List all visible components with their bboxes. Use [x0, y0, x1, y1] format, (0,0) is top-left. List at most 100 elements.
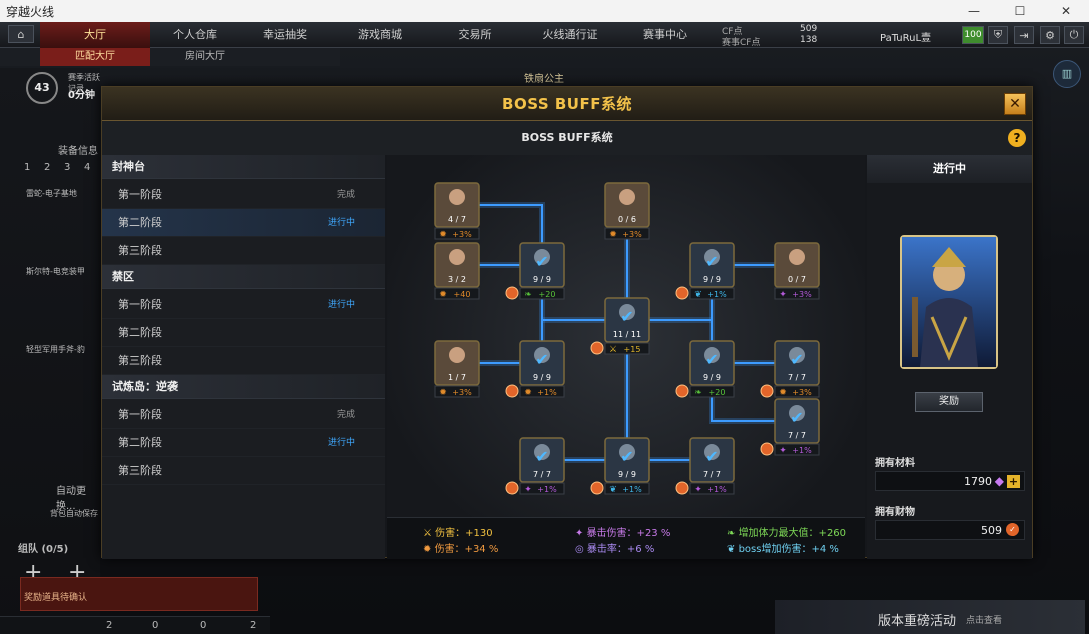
- pending-rewards-panel[interactable]: [20, 577, 258, 611]
- help-icon[interactable]: ?: [1008, 129, 1026, 147]
- buff-node[interactable]: ✔9 / 9❦+1%: [675, 242, 735, 300]
- maximize-button[interactable]: ☐: [1014, 4, 1026, 18]
- upgrade-icon[interactable]: [760, 442, 774, 456]
- item-1[interactable]: 雷蛇-电子基地: [26, 189, 77, 198]
- version-event[interactable]: 版本重磅活动: [878, 614, 957, 629]
- stage-item[interactable]: 第一阶段完成: [102, 181, 385, 209]
- shield-icon[interactable]: ⛨: [988, 26, 1008, 44]
- flame-icon: ✹: [439, 388, 447, 398]
- nav-exchange[interactable]: 交易所: [458, 28, 492, 41]
- reward-panel: 进行中 奖励 拥有材料 1790 ◆ + 拥有财物: [867, 155, 1032, 559]
- power-icon[interactable]: ⏻: [1064, 26, 1084, 44]
- buff-node[interactable]: 3 / 2✹+40: [434, 242, 480, 300]
- check-icon: ✔: [705, 350, 718, 369]
- item-2[interactable]: 斯尔特-电竞装甲: [26, 267, 85, 276]
- slot-2[interactable]: 2: [44, 162, 51, 173]
- slot-3[interactable]: 3: [64, 162, 71, 173]
- gear-icon[interactable]: ⚙: [1040, 26, 1060, 44]
- nav-shop[interactable]: 游戏商城: [358, 28, 402, 41]
- item-3[interactable]: 轻型军用手斧-豹: [26, 345, 85, 354]
- buff-node[interactable]: ✔9 / 9✹+1%: [505, 340, 565, 398]
- buff-node-figure: [704, 249, 720, 265]
- check-icon: ✔: [705, 252, 718, 271]
- buff-node-count: 7 / 7: [703, 470, 721, 479]
- upgrade-icon[interactable]: [760, 384, 774, 398]
- exit-icon[interactable]: ⇥: [1014, 26, 1034, 44]
- stage-item[interactable]: 第一阶段进行中: [102, 291, 385, 319]
- stage-item[interactable]: 第二阶段: [102, 319, 385, 347]
- minimize-button[interactable]: —: [968, 4, 980, 18]
- buff-node-bonus: +3%: [452, 388, 472, 397]
- buff-node-count: 9 / 9: [618, 470, 636, 479]
- upgrade-icon[interactable]: [505, 481, 519, 495]
- buff-node[interactable]: 4 / 7✹+3%: [434, 182, 480, 240]
- buff-stats-summary: ⚔ 伤害：+130✦ 暴击伤害：+23 %❧ 增加体力最大值：+260✹ 伤害：…: [387, 517, 865, 559]
- username[interactable]: PaTuRuL壹: [880, 33, 932, 44]
- reward-character-art: [902, 237, 996, 367]
- buff-node-bonus: +1%: [707, 290, 727, 299]
- buff-node[interactable]: ✔7 / 7✹+3%: [760, 340, 820, 398]
- spark-icon: ✦: [694, 485, 702, 495]
- buff-node-bonus: +1%: [792, 446, 812, 455]
- buff-node[interactable]: ✔9 / 9❧+20: [505, 242, 565, 300]
- stage-item[interactable]: 第三阶段: [102, 457, 385, 485]
- close-window-button[interactable]: ✕: [1060, 4, 1072, 18]
- check-icon: ✔: [705, 447, 718, 466]
- tab-match-lobby[interactable]: 匹配大厅: [40, 48, 150, 66]
- stage-item[interactable]: 第三阶段: [102, 237, 385, 265]
- buff-node[interactable]: ✔9 / 9❦+1%: [590, 437, 650, 495]
- buff-node-bonus-bg: [689, 385, 735, 398]
- nav-pass[interactable]: 火线通行证: [542, 28, 598, 41]
- upgrade-icon[interactable]: [590, 341, 604, 355]
- check-icon: ✔: [620, 307, 633, 326]
- upgrade-icon[interactable]: [675, 481, 689, 495]
- nav-events[interactable]: 赛事中心: [643, 28, 687, 41]
- buff-node[interactable]: ✔7 / 7✦+1%: [675, 437, 735, 495]
- modal-subheader: BOSS BUFF系统 ?: [102, 121, 1032, 155]
- add-materials-button[interactable]: +: [1007, 475, 1020, 488]
- stage-item[interactable]: 第二阶段进行中: [102, 209, 385, 237]
- buff-node[interactable]: 0 / 7✦+3%: [774, 242, 820, 300]
- upgrade-icon[interactable]: [675, 384, 689, 398]
- buff-node[interactable]: ✔7 / 7✦+1%: [760, 398, 820, 456]
- slot-1[interactable]: 1: [24, 162, 31, 173]
- buff-node-bonus-bg: [774, 287, 820, 300]
- upgrade-icon[interactable]: [675, 286, 689, 300]
- buff-node-bonus: +3%: [452, 230, 472, 239]
- buff-stat-label: 伤害：+34 %: [434, 544, 499, 555]
- buff-node-bonus-bg: [689, 287, 735, 300]
- buff-node-bonus-bg: [774, 385, 820, 398]
- buff-node[interactable]: 0 / 6✹+3%: [604, 182, 650, 240]
- reward-button[interactable]: 奖励: [915, 392, 983, 412]
- buff-node[interactable]: 1 / 7✹+3%: [434, 340, 480, 398]
- modal-close-button[interactable]: ✕: [1004, 93, 1026, 115]
- buff-node[interactable]: ✔9 / 9❧+20: [675, 340, 735, 398]
- upgrade-icon[interactable]: [505, 286, 519, 300]
- nav-lucky-draw[interactable]: 幸运抽奖: [263, 28, 307, 41]
- buff-node-count: 4 / 7: [448, 215, 466, 224]
- stage-item[interactable]: 第三阶段: [102, 347, 385, 375]
- auto-update[interactable]: 自动更换...: [56, 486, 86, 512]
- click-view[interactable]: 点击查看: [966, 616, 1003, 626]
- buff-node[interactable]: ✔11 / 11⚔+15: [590, 297, 650, 355]
- home-icon[interactable]: ⌂: [8, 25, 34, 43]
- buff-node-figure: [619, 444, 635, 460]
- version-event-banner[interactable]: [775, 600, 1085, 634]
- buff-node-count: 9 / 9: [703, 373, 721, 382]
- tab-room-lobby[interactable]: 房间大厅: [185, 51, 225, 62]
- team-title: 组队 (0/5): [18, 544, 69, 555]
- bag-save[interactable]: 背包自动保存: [50, 509, 98, 518]
- nav-warehouse[interactable]: 个人仓库: [173, 28, 217, 41]
- footer-count-3: 0: [200, 620, 207, 631]
- nav-lobby[interactable]: 大厅: [40, 22, 150, 48]
- chart-icon[interactable]: ▥: [1053, 60, 1081, 88]
- upgrade-icon[interactable]: [590, 481, 604, 495]
- upgrade-icon[interactable]: [505, 384, 519, 398]
- buff-node-bonus-bg: [519, 482, 565, 495]
- stage-item[interactable]: 第一阶段完成: [102, 401, 385, 429]
- buff-node-figure: [619, 304, 635, 320]
- buff-node[interactable]: ✔7 / 7✦+1%: [505, 437, 565, 495]
- reward-character-card[interactable]: [900, 235, 998, 369]
- stage-item[interactable]: 第二阶段进行中: [102, 429, 385, 457]
- slot-4[interactable]: 4: [84, 162, 91, 173]
